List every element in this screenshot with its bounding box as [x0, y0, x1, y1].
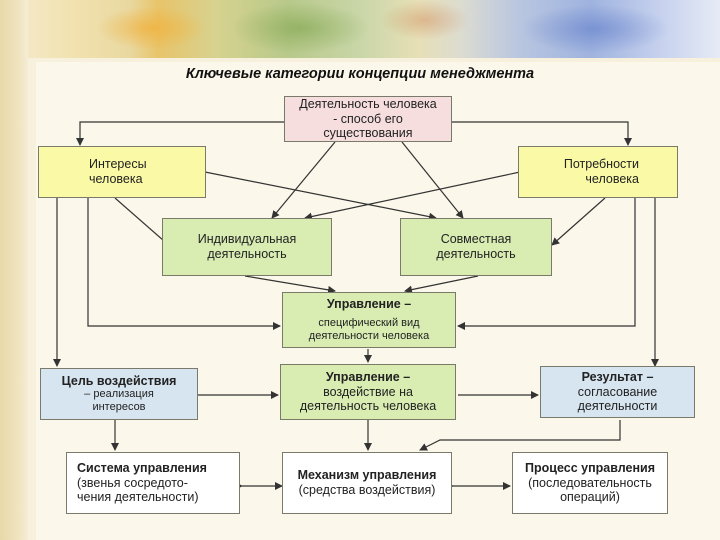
box-goal: Цель воздействия – реализация интересов — [40, 368, 198, 420]
box-system: Система управления (звенья сосредото- че… — [66, 452, 240, 514]
box-text: Результат – — [581, 369, 654, 384]
box-text: (звенья сосредото- — [77, 475, 188, 490]
decorative-blot — [380, 0, 470, 40]
decorative-blot — [96, 6, 206, 50]
box-mechanism: Механизм управления (средства воздействи… — [282, 452, 452, 514]
box-text: Потребности — [563, 157, 639, 172]
box-text: Цель воздействия — [61, 373, 177, 388]
box-text: деятельность человека — [299, 399, 437, 414]
box-text: деятельности человека — [308, 329, 430, 342]
box-text: Интересы — [89, 157, 147, 172]
decorative-left-strip — [0, 0, 28, 540]
box-result: Результат – согласование деятельности — [540, 366, 695, 418]
arrow-needs-down-to-management — [457, 198, 636, 330]
arrow-activity-to-interests — [76, 121, 285, 146]
box-text: Процесс управления — [525, 460, 655, 475]
arrow-activity-to-individual — [271, 141, 336, 219]
arrow-needs-to-joint — [551, 197, 606, 246]
box-text: человека — [585, 172, 639, 186]
box-text: Управление – — [326, 370, 410, 385]
box-process: Процесс управления (последовательность о… — [512, 452, 668, 514]
decorative-blot — [230, 2, 370, 54]
arrow-interests-to-joint — [204, 171, 437, 221]
box-text: Управление – — [326, 297, 412, 312]
box-text: (средства воздействия) — [298, 483, 436, 497]
box-text: воздействие на — [323, 384, 413, 399]
box-text: деятельность — [207, 247, 287, 261]
arrow-activity-to-joint — [401, 141, 464, 219]
box-text-bold: Управление – — [325, 369, 411, 384]
box-text: - способ его — [333, 111, 403, 126]
decorative-header-band — [0, 0, 720, 58]
arrow-individual-to-management — [244, 275, 336, 294]
box-text: специфический вид — [318, 316, 420, 329]
arrow-result-to-mechanism — [419, 420, 621, 451]
box-text: Механизм управления — [297, 468, 437, 483]
box-activity: Деятельность человека - способ его сущес… — [284, 96, 452, 142]
diagram-title: Ключевые категории концепции менеджмента — [185, 66, 535, 82]
box-text: интересов — [92, 401, 146, 414]
arrow-needs-to-individual — [304, 171, 521, 221]
box-text: деятельности — [577, 399, 658, 414]
box-management-influence: Управление – воздействие на деятельность… — [280, 364, 456, 420]
box-text: Система управления — [77, 460, 207, 475]
box-text: Индивидуальная — [197, 232, 297, 247]
arrow-interests-down-to-management — [87, 198, 281, 330]
box-text: операций) — [560, 490, 620, 505]
box-interests: Интересы человека — [38, 146, 206, 198]
box-text: (последовательность — [528, 475, 652, 490]
box-text: Деятельность человека — [299, 96, 437, 111]
arrow-activity-to-needs — [452, 121, 632, 146]
box-text: согласование — [577, 384, 658, 399]
box-individual: Индивидуальная деятельность — [162, 218, 332, 276]
box-joint: Совместная деятельность — [400, 218, 552, 276]
box-text: человека — [89, 172, 143, 186]
box-text: – реализация — [84, 388, 154, 401]
box-text: Совместная — [440, 232, 512, 247]
box-needs: Потребности человека — [518, 146, 678, 198]
arrow-joint-to-management — [404, 275, 479, 294]
box-management-specific: Управление – специфический вид деятельно… — [282, 292, 456, 348]
box-text: чения деятельности) — [77, 490, 199, 505]
box-text: деятельность — [436, 247, 516, 261]
box-text: существования — [323, 126, 413, 141]
decorative-blot — [520, 4, 670, 54]
